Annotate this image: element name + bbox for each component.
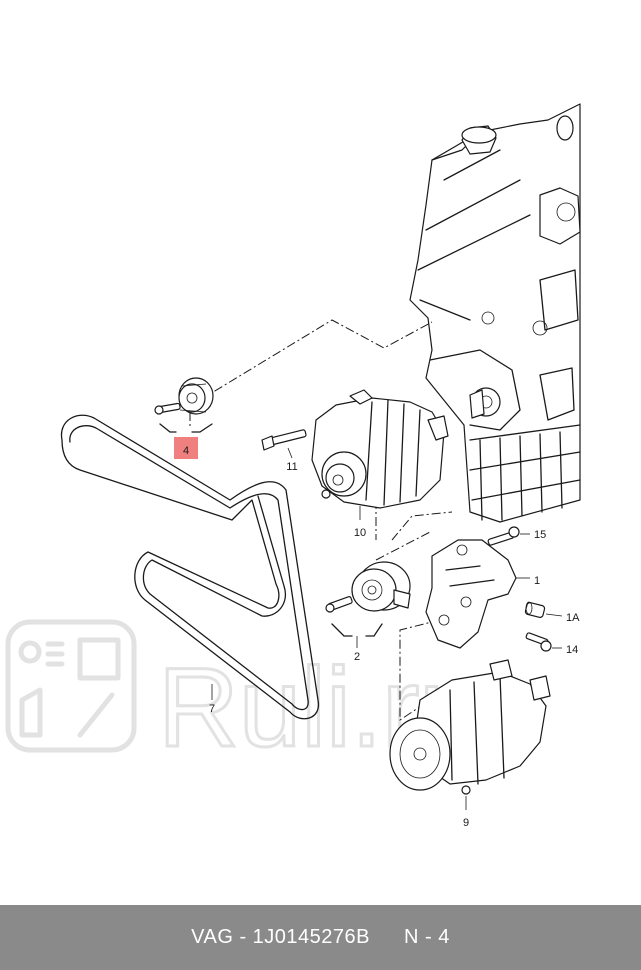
callout-14: 14 bbox=[566, 644, 578, 656]
callout-15: 15 bbox=[534, 529, 546, 541]
bracket-part-1 bbox=[425, 539, 530, 649]
diagram-position: N - 4 bbox=[404, 926, 450, 948]
bolt-part-11 bbox=[261, 429, 307, 459]
compressor-part-9 bbox=[389, 659, 551, 810]
alternator-part-10 bbox=[311, 389, 449, 520]
bolt-part-14 bbox=[525, 632, 562, 652]
drive-belt bbox=[60, 414, 320, 720]
sleeve-part-1a bbox=[524, 601, 563, 618]
callout-2: 2 bbox=[354, 651, 360, 663]
callout-4: 4 bbox=[183, 445, 189, 457]
callout-9: 9 bbox=[463, 817, 469, 829]
part-info-footer: VAG - 1J0145276B N - 4 bbox=[0, 905, 641, 970]
callout-1: 1 bbox=[534, 575, 540, 587]
engine-block bbox=[409, 103, 581, 523]
parts-diagram: Ruli.ru bbox=[5, 103, 581, 829]
part-code: VAG - 1J0145276B bbox=[191, 926, 370, 948]
callout-10: 10 bbox=[354, 527, 366, 539]
callout-labels: 4 11 10 15 1 1A 14 2 7 9 bbox=[183, 445, 580, 829]
callout-11: 11 bbox=[286, 461, 297, 473]
callout-4-highlight bbox=[174, 437, 198, 459]
pulley-part-4 bbox=[154, 377, 214, 433]
pulley-part-2 bbox=[325, 561, 411, 637]
bolt-part-15 bbox=[487, 526, 530, 546]
callout-1a: 1A bbox=[566, 612, 580, 624]
callout-7: 7 bbox=[209, 703, 215, 715]
